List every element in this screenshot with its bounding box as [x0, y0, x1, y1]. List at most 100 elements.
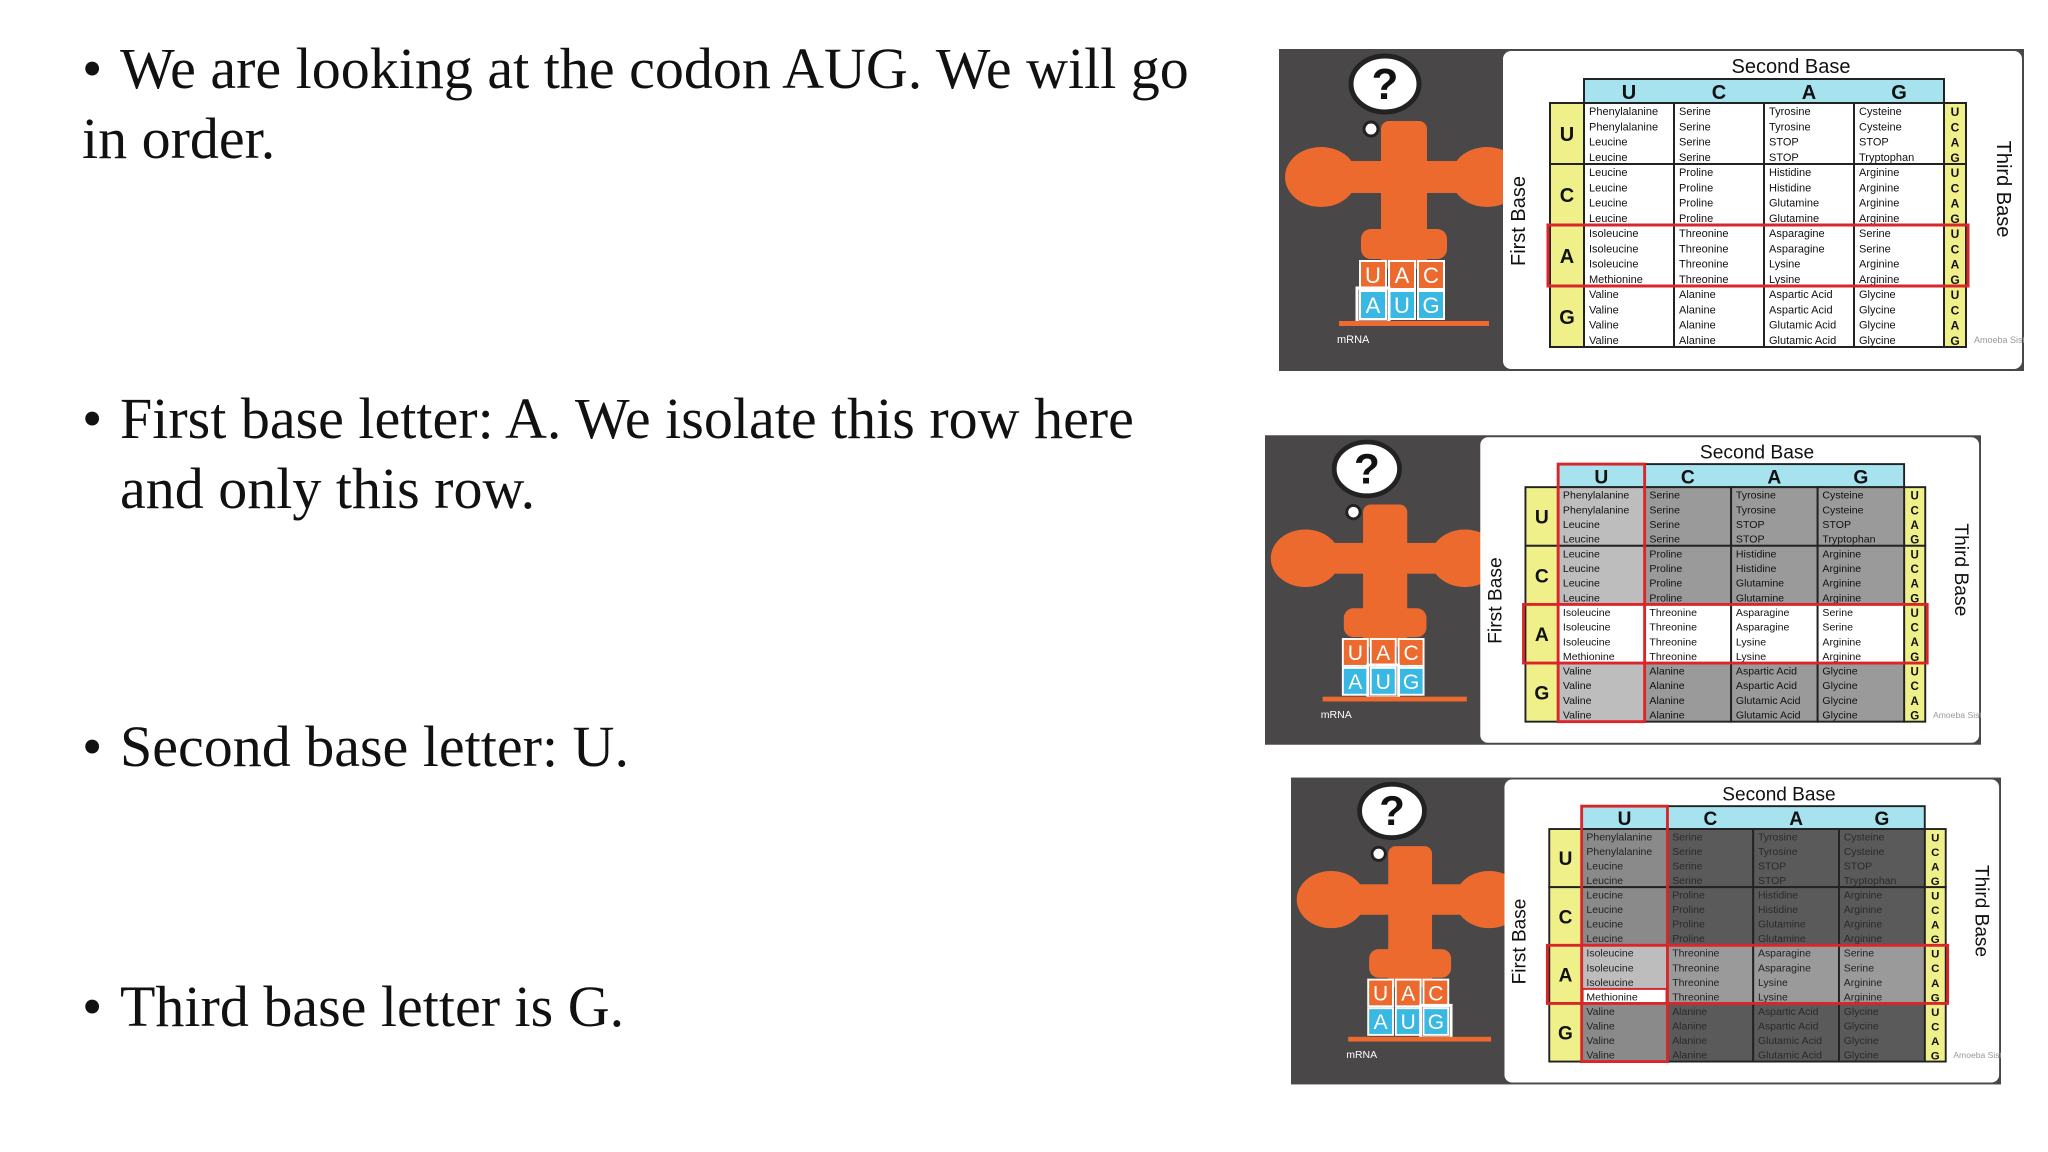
- amino-acid: Glycine: [1844, 1050, 1879, 1061]
- codon-letter: G: [1422, 293, 1439, 318]
- first-base-label: U: [1535, 508, 1549, 529]
- amino-acid: Alanine: [1672, 1007, 1707, 1018]
- amino-acid: Leucine: [1563, 519, 1600, 531]
- third-base-label: G: [1931, 876, 1940, 888]
- second-base-label: G: [1853, 467, 1868, 488]
- codon-base: [1388, 290, 1416, 320]
- amino-acid: Threonine: [1672, 949, 1719, 960]
- amino-acid: Serine: [1649, 519, 1680, 531]
- third-base-highlight: [1581, 987, 1668, 1005]
- first-base-label: G: [1558, 1024, 1573, 1045]
- third-base-label: G: [1950, 212, 1959, 226]
- amino-acid: Asparagine: [1769, 228, 1825, 240]
- amino-acid: Threonine: [1649, 636, 1697, 648]
- amino-acid: Glycine: [1859, 320, 1896, 332]
- first-base-title: First Base: [1509, 899, 1530, 985]
- amino-acid: Glycine: [1844, 1007, 1879, 1018]
- header-row: [1583, 78, 1945, 104]
- amino-acid: Arginine: [1822, 548, 1861, 560]
- amino-acid: Valine: [1589, 304, 1619, 316]
- question-mark: ?: [1372, 60, 1399, 109]
- amino-acid: Isoleucine: [1589, 228, 1639, 240]
- third-base-label: A: [1951, 136, 1960, 150]
- first-base-cell: [1524, 544, 1560, 606]
- amino-acid: Glycine: [1859, 335, 1896, 347]
- amino-acid: Threonine: [1672, 992, 1719, 1003]
- amino-acid: Arginine: [1844, 905, 1883, 916]
- third-base-label: G: [1910, 535, 1919, 547]
- third-base-label: A: [1951, 258, 1960, 272]
- third-base-label: U: [1931, 949, 1939, 961]
- amino-acid: Glycine: [1822, 695, 1857, 707]
- codon-cell: [1853, 163, 1945, 226]
- third-base-label: C: [1951, 120, 1960, 134]
- third-base-label: U: [1911, 491, 1919, 503]
- amino-acid: Alanine: [1679, 335, 1716, 347]
- second-base-title: Second Base: [1732, 56, 1851, 78]
- amino-acid: Aspartic Acid: [1736, 680, 1797, 692]
- amino-acid: Histidine: [1736, 563, 1777, 575]
- amino-acid: Histidine: [1758, 905, 1798, 916]
- amino-acid: Arginine: [1859, 198, 1899, 210]
- mrna-strand: [1322, 696, 1467, 702]
- amino-acid: Glycine: [1822, 680, 1857, 692]
- amino-acid: Methionine: [1586, 992, 1637, 1003]
- codon-cell: [1816, 544, 1906, 606]
- codon-cell: [1557, 544, 1646, 606]
- third-base-label: C: [1911, 505, 1919, 517]
- mrna-strand: [1339, 321, 1489, 326]
- bullet-third-base: • Third base letter is G.: [82, 972, 1242, 1042]
- third-base-label: G: [1931, 1050, 1940, 1062]
- amino-acid: Threonine: [1679, 243, 1729, 255]
- amino-acid: Asparagine: [1736, 607, 1790, 619]
- second-base-label: U: [1618, 809, 1632, 830]
- amino-acid: Threonine: [1649, 651, 1697, 663]
- codon-base: [1369, 666, 1397, 696]
- amino-acid: Leucine: [1589, 182, 1628, 194]
- amino-acid: Leucine: [1586, 862, 1623, 873]
- amino-acid: Proline: [1679, 167, 1713, 179]
- amino-acid: Methionine: [1589, 274, 1643, 286]
- codon-cell: [1643, 486, 1733, 547]
- first-base-label: U: [1559, 849, 1573, 870]
- amino-acid: Phenylalanine: [1586, 832, 1652, 843]
- second-base-label: C: [1703, 809, 1717, 830]
- mrna-label: mRNA: [1321, 709, 1353, 721]
- second-base-title: Second Base: [1700, 442, 1814, 463]
- amino-acid: Glutamine: [1736, 578, 1784, 590]
- codon-letter: A: [1348, 671, 1363, 694]
- third-base-label: U: [1931, 891, 1939, 903]
- amino-acid: Proline: [1649, 548, 1682, 560]
- codon-base: [1417, 290, 1445, 320]
- second-base-label: U: [1594, 467, 1608, 488]
- amino-acid: Serine: [1844, 949, 1874, 960]
- amino-acid: Glutamic Acid: [1758, 1036, 1822, 1047]
- amino-acid: Serine: [1649, 504, 1680, 516]
- second-base-label: G: [1874, 809, 1889, 830]
- amino-acid: Glycine: [1844, 1036, 1879, 1047]
- amino-acid: Proline: [1679, 198, 1713, 210]
- amino-acid: Aspartic Acid: [1758, 1007, 1819, 1018]
- amino-acid: Arginine: [1844, 978, 1883, 989]
- amino-acid: Isoleucine: [1563, 607, 1611, 619]
- amino-acid: Serine: [1679, 106, 1711, 118]
- amino-acid: Valine: [1586, 1007, 1615, 1018]
- amino-acid: Phenylalanine: [1589, 106, 1658, 118]
- amino-acid: Arginine: [1822, 563, 1861, 575]
- amino-acid: Serine: [1679, 137, 1711, 149]
- third-base-label: U: [1931, 1007, 1939, 1019]
- codon-letter: U: [1401, 1011, 1416, 1034]
- amino-acid: Isoleucine: [1589, 243, 1639, 255]
- second-base-title: Second Base: [1722, 784, 1835, 805]
- codon-letter: A: [1374, 1011, 1388, 1034]
- first-base-label: U: [1560, 124, 1574, 146]
- amino-acid: Glutamine: [1736, 592, 1784, 604]
- amino-acid: Proline: [1649, 578, 1682, 590]
- third-base-label: U: [1911, 608, 1919, 620]
- amino-acid: Leucine: [1586, 891, 1623, 902]
- amino-acid: Arginine: [1859, 259, 1899, 271]
- amino-acid: Tryptophan: [1859, 152, 1914, 164]
- amino-acid: Glutamic Acid: [1736, 710, 1801, 722]
